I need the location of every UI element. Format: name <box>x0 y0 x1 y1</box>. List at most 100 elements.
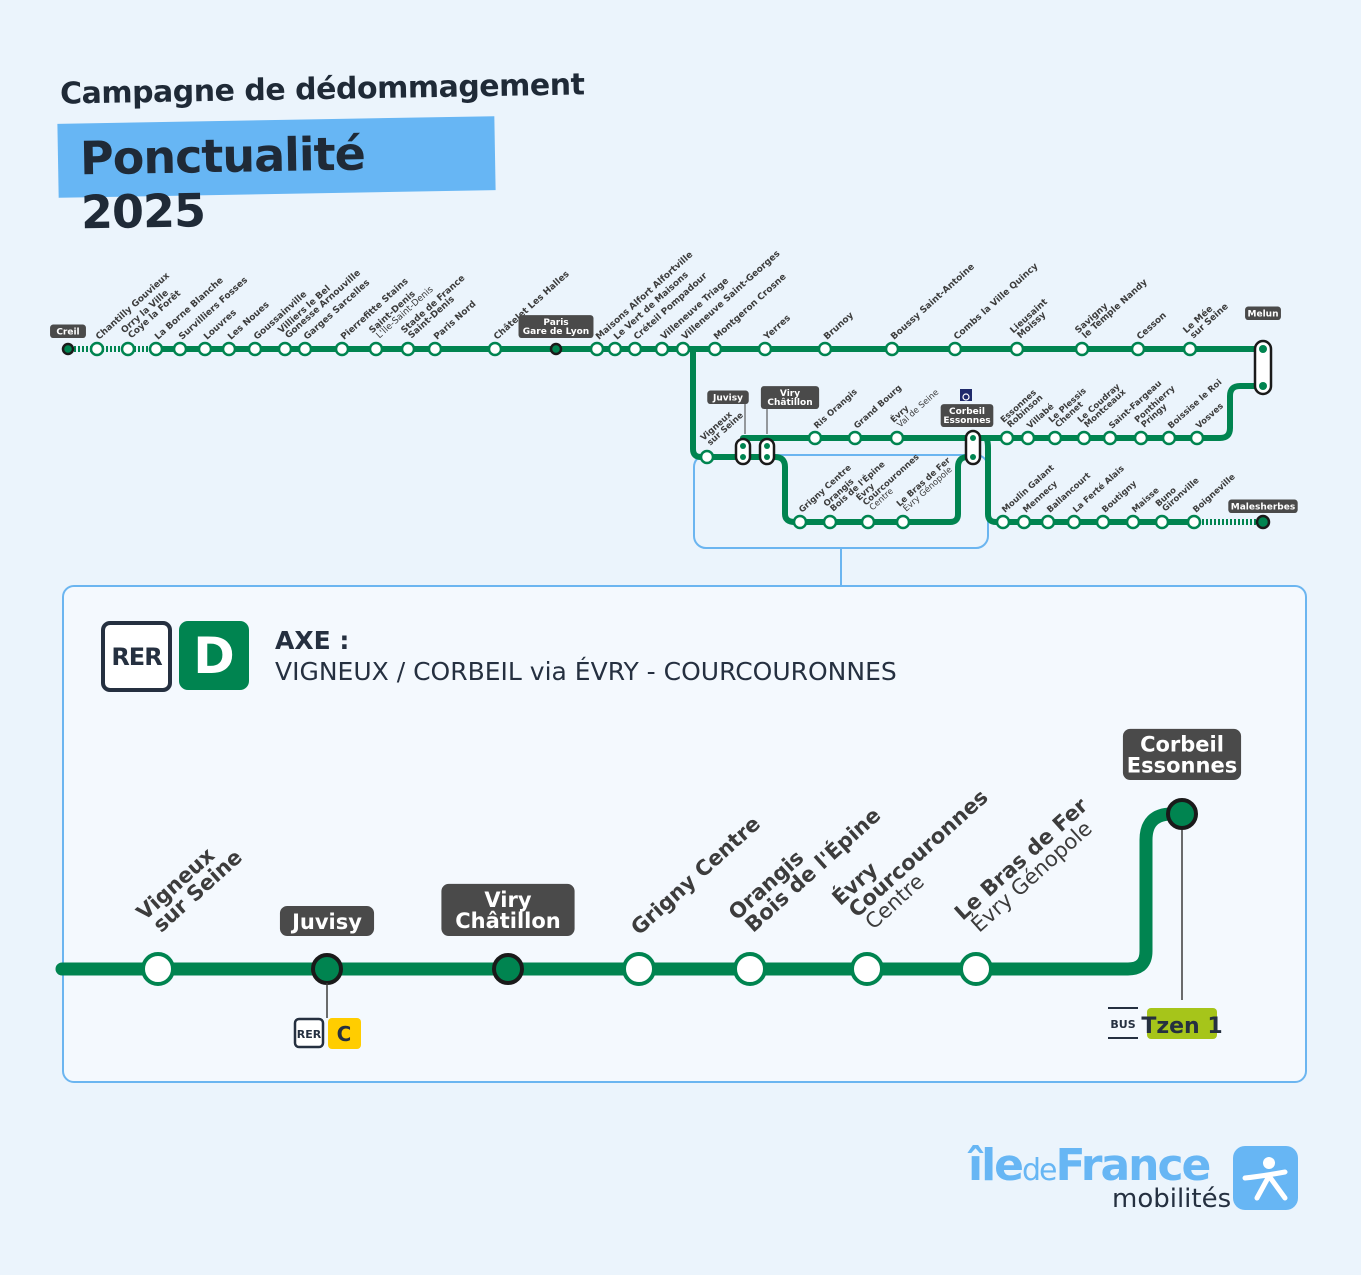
terminus-stop <box>311 953 343 985</box>
station-stop <box>89 341 105 357</box>
box-line: Malesherbes <box>1231 503 1295 513</box>
line-d-badge: D <box>179 621 249 690</box>
station-stop <box>654 341 670 357</box>
station-stop <box>589 341 605 357</box>
station-stop <box>1016 514 1032 530</box>
axe-label: AXE : <box>275 626 350 655</box>
station-stop <box>699 449 715 465</box>
box-line: Creil <box>56 328 79 338</box>
station-label-box: Juvisy <box>712 394 743 404</box>
station-stop <box>947 341 963 357</box>
logo-de: de <box>1022 1153 1057 1188</box>
station-stop <box>1066 514 1082 530</box>
station-stop <box>733 952 767 986</box>
station-stop <box>247 341 263 357</box>
terminus-stop <box>1255 514 1271 530</box>
station-stop <box>400 341 416 357</box>
station-stop <box>197 341 213 357</box>
station-stop <box>1074 341 1090 357</box>
station-label-box-box <box>760 386 820 409</box>
interchange-capsule <box>758 437 776 466</box>
station-stop <box>427 341 443 357</box>
station-stop <box>807 430 823 446</box>
tzen-badge <box>1147 1008 1217 1039</box>
station-label: LieusaintMoissy <box>1009 297 1057 342</box>
station-stop <box>120 341 136 357</box>
station-stop <box>1047 430 1063 446</box>
station-stop <box>847 430 863 446</box>
station-label-malesherbes-box <box>1228 499 1298 513</box>
station-label: Vigneuxsur Seine <box>132 830 247 940</box>
wheelchair-icon-wheel <box>962 393 970 401</box>
logo-ile: île <box>968 1140 1024 1191</box>
station-stop <box>277 341 293 357</box>
station-stop <box>1161 430 1177 446</box>
rer-badge: RER <box>101 621 172 692</box>
label-line: Brunoy <box>822 311 856 343</box>
station-stop <box>622 952 656 986</box>
station-stop <box>334 341 350 357</box>
detail-panel <box>62 585 1307 1083</box>
wheelchair-icon <box>960 389 972 401</box>
station-stop <box>297 341 313 357</box>
station-stop <box>675 341 691 357</box>
station-stop <box>1130 341 1146 357</box>
station-label-box-box <box>279 905 375 936</box>
interchange-dot <box>764 454 770 460</box>
station-stop <box>1189 430 1205 446</box>
station-stop <box>757 341 773 357</box>
box-line: Viry <box>780 389 800 399</box>
interchange-dot <box>970 435 976 441</box>
station-stop <box>221 341 237 357</box>
station-stop <box>487 341 503 357</box>
upper-branch <box>740 383 1266 441</box>
interchange-dot <box>740 443 746 449</box>
station-stop <box>368 341 384 357</box>
station-stop <box>822 514 838 530</box>
station-stop <box>1154 514 1170 530</box>
station-label-box: Creil <box>56 328 79 338</box>
station-stop <box>141 952 175 986</box>
interchange-capsule <box>1253 339 1273 396</box>
interchange-dot <box>740 454 746 460</box>
station-stop <box>1186 514 1202 530</box>
terminus-stop <box>549 342 563 356</box>
station-label-box-box <box>1122 728 1242 780</box>
detail-line <box>55 807 1189 976</box>
box-line: Paris <box>543 318 568 328</box>
station-stop <box>995 514 1011 530</box>
interchange-capsule <box>734 437 752 466</box>
station-stop <box>1125 514 1141 530</box>
station-stop <box>172 341 188 357</box>
station-label: Brunoy <box>822 311 856 343</box>
axe-name: VIGNEUX / CORBEIL via ÉVRY - COURCOURONN… <box>275 657 897 686</box>
station-label-box-box <box>441 883 575 936</box>
station-label-malesherbes: Malesherbes <box>1231 503 1295 513</box>
station-label: Le Méesur Seine <box>1181 295 1231 343</box>
station-stop <box>1020 430 1036 446</box>
malesherbes-branch <box>982 435 1197 525</box>
station-stop <box>148 341 164 357</box>
box-line: Viry <box>484 888 531 912</box>
box-line: Corbeil <box>1140 732 1224 756</box>
station-stop <box>1040 514 1056 530</box>
station-stop <box>1133 430 1149 446</box>
station-stop <box>884 341 900 357</box>
station-stop <box>860 514 876 530</box>
station-stop <box>817 341 833 357</box>
rer-c-letter: C <box>337 1022 352 1046</box>
bus-label: BUS <box>1110 1018 1135 1031</box>
tzen-line-label: Tzen 1 <box>1141 1014 1222 1039</box>
box-line: Essonnes <box>1127 753 1237 777</box>
loop-branch <box>690 346 971 525</box>
station-label-melun-box <box>1245 306 1281 320</box>
station-stop <box>959 952 993 986</box>
terminus-stop <box>61 342 75 356</box>
station-stop <box>1182 341 1198 357</box>
